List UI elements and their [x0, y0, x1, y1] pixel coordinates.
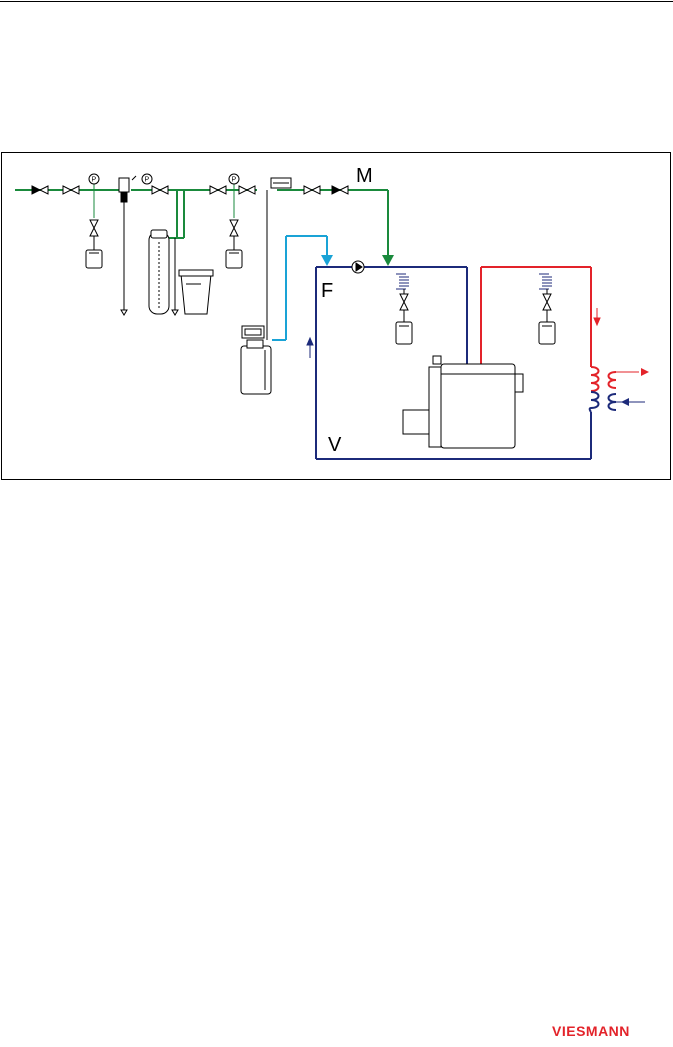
gauge-symbol-3: P: [232, 177, 237, 184]
mains-supply-line: [15, 184, 389, 259]
heat-exchanger: [588, 366, 645, 413]
cold-in-arrow: [621, 398, 629, 406]
treated-arrow-head: [321, 255, 333, 266]
label-return: V: [328, 434, 342, 456]
circulation-pump: [351, 260, 365, 274]
boiler-circuit: [315, 266, 592, 460]
filter: [118, 175, 137, 316]
safety-group-hot: [538, 273, 556, 345]
gauge-symbol-1: P: [92, 177, 97, 184]
pressure-gauges: [88, 173, 240, 185]
hot-out-arrow: [641, 368, 649, 376]
hot-flow-arrow: [593, 308, 601, 327]
label-main-supply: M: [356, 165, 373, 187]
safety-valve-group-2: [225, 219, 243, 269]
salt-tank: [171, 238, 214, 316]
return-flow-arrow: [306, 336, 314, 358]
softener-column: [148, 229, 170, 315]
valves-mains: [31, 185, 349, 195]
boiler: [402, 355, 524, 449]
safety-valve-group-1: [85, 219, 103, 269]
plumbing-diagram: P P P: [15, 173, 649, 460]
safety-group-boiler: [395, 273, 413, 345]
viessmann-logo: VIESMANN: [552, 1023, 630, 1039]
figure-frame: [1, 152, 671, 480]
top-rule: [0, 1, 673, 2]
label-flow: F: [321, 280, 334, 302]
gauge-symbol-2: P: [145, 177, 150, 184]
hot-circuit: [480, 266, 592, 367]
treated-water-line: [272, 235, 328, 341]
dosing-unit: [240, 177, 292, 395]
mains-arrow-head: [382, 255, 394, 266]
